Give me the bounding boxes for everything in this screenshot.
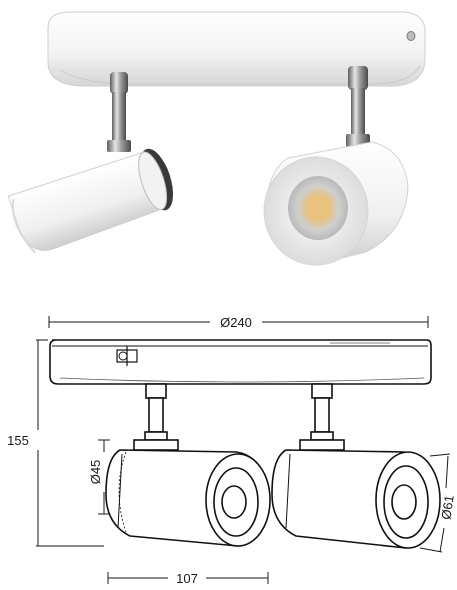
left-head-drawing xyxy=(105,449,271,547)
dimension-diameter-head-large: Ø61 xyxy=(419,453,457,553)
right-arm-drawing xyxy=(299,383,345,451)
right-spotlight-head xyxy=(263,141,409,266)
label-spacing: 107 xyxy=(176,571,198,586)
dimension-diameter-base: Ø240 xyxy=(48,315,429,330)
product-photo xyxy=(7,11,426,266)
base-plate-outline xyxy=(49,339,432,385)
right-head-drawing xyxy=(271,449,441,549)
set-screw-icon xyxy=(116,346,138,366)
left-arm xyxy=(107,72,131,152)
screw-icon xyxy=(406,31,416,41)
label-diameter-head-small: Ø45 xyxy=(88,460,103,485)
right-arm xyxy=(346,66,370,150)
label-diameter-head-large: Ø61 xyxy=(438,494,456,520)
label-height: 155 xyxy=(7,433,29,448)
left-arm-drawing xyxy=(133,383,179,451)
left-spotlight-head xyxy=(7,148,174,254)
dimension-diameter-head-small: Ø45 xyxy=(88,439,110,515)
label-diameter-base: Ø240 xyxy=(220,315,252,330)
technical-drawing: Ø240 155 xyxy=(7,315,457,586)
dimension-spacing: 107 xyxy=(107,571,269,586)
dimension-height: 155 xyxy=(7,339,104,547)
ceiling-plate xyxy=(47,11,426,87)
